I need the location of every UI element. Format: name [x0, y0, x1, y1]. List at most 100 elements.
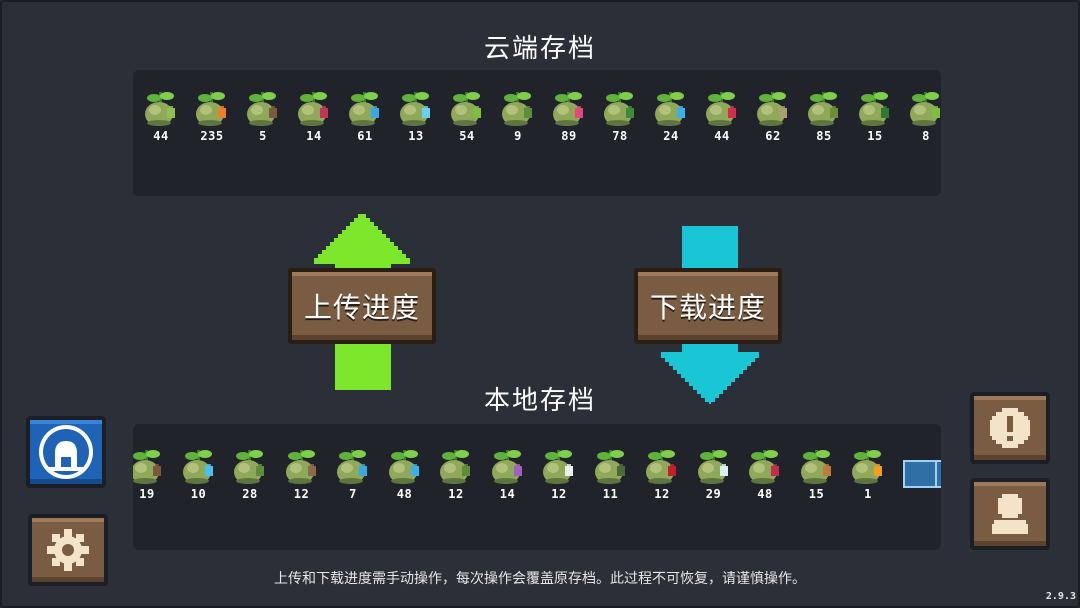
seed-bag-icon [349, 92, 379, 126]
seed-count: 44 [714, 129, 730, 143]
cloud-seed-item[interactable]: 8 [906, 90, 941, 150]
local-seed-item[interactable]: 12 [539, 448, 579, 508]
seed-bag-icon [553, 92, 583, 126]
seed-count: 10 [190, 487, 207, 501]
seed-bag-icon [285, 450, 316, 484]
local-seed-item[interactable]: 12 [436, 448, 476, 508]
seed-count: 89 [561, 129, 577, 143]
cloud-seed-item[interactable]: 78 [600, 90, 640, 150]
seed-count: 24 [663, 129, 679, 143]
local-seed-item[interactable]: 48 [385, 448, 425, 508]
seed-bag-icon [749, 450, 779, 484]
seed-bag-icon [145, 92, 175, 126]
local-seed-item[interactable]: 1 [848, 448, 888, 508]
local-seed-item[interactable]: 10 [179, 448, 219, 508]
seed-bag-icon [808, 92, 838, 126]
seed-bag-icon [298, 92, 328, 126]
cloud-seed-item[interactable]: 24 [651, 90, 691, 150]
seed-bag-icon [234, 450, 264, 484]
gear-icon [47, 529, 89, 571]
cloud-seed-item[interactable]: 62 [753, 90, 793, 150]
cloud-seed-item[interactable]: 85 [804, 90, 844, 150]
seed-count: 29 [705, 487, 722, 501]
seed-count: 15 [867, 129, 883, 143]
seed-bag-icon [757, 92, 787, 126]
seed-count: 5 [259, 129, 267, 143]
local-seed-item[interactable]: 19 [133, 448, 167, 508]
settings-button[interactable] [28, 514, 108, 586]
exclamation-icon [990, 408, 1030, 448]
seed-count: 14 [499, 487, 516, 501]
local-seed-item[interactable]: 48 [745, 448, 785, 508]
seed-count: 12 [654, 487, 670, 501]
seed-count: 54 [459, 129, 475, 143]
local-seed-item[interactable]: 12 [642, 448, 682, 508]
version-label: 2.9.3 [1045, 591, 1076, 602]
seed-bag-icon [697, 450, 728, 484]
cloud-seed-item[interactable]: 44 [702, 90, 742, 150]
seed-bag-icon [133, 450, 161, 484]
cloud-seed-item[interactable]: 89 [549, 90, 589, 150]
cloud-seed-item[interactable]: 15 [855, 90, 895, 150]
cloud-seed-item[interactable]: 9 [498, 90, 538, 150]
seed-bag-icon [440, 450, 470, 484]
local-seed-item[interactable]: 7 [333, 448, 373, 508]
local-seed-item[interactable]: 14 [488, 448, 528, 508]
seed-bag-icon [451, 92, 481, 126]
local-seed-item[interactable]: 12 [282, 448, 322, 508]
local-save-title: 本地存档 [483, 386, 596, 416]
seed-count: 19 [139, 487, 155, 501]
seed-bag-icon [182, 450, 213, 484]
seed-count: 48 [396, 487, 413, 501]
download-progress-button[interactable]: 下载进度 [634, 268, 782, 344]
upload-progress-button[interactable]: 上传进度 [288, 268, 436, 344]
logo-button[interactable] [26, 416, 106, 488]
map-item-tile[interactable] [935, 448, 941, 508]
cloud-save-panel[interactable]: 44 235 5 14 61 13 54 9 89 78 24 44 62 85 15 8 [133, 70, 941, 196]
alert-button[interactable] [970, 392, 1050, 464]
seed-count: 14 [306, 129, 322, 143]
seed-bag-icon [852, 450, 882, 484]
map-tile-icon [935, 460, 941, 488]
seed-bag-icon [247, 92, 277, 126]
cloud-seed-item[interactable]: 14 [294, 90, 334, 150]
seed-bag-icon [859, 92, 889, 126]
local-seed-item[interactable]: 11 [591, 448, 631, 508]
seed-bag-icon [491, 450, 522, 484]
seed-bag-icon [910, 92, 940, 126]
seed-bag-icon [400, 92, 430, 126]
cloud-save-title: 云端存档 [483, 34, 596, 64]
seed-bag-icon [594, 450, 625, 484]
cloud-seed-item[interactable]: 13 [396, 90, 436, 150]
seed-bag-icon [337, 450, 367, 484]
seed-count: 61 [357, 129, 373, 143]
seed-count: 15 [808, 487, 825, 501]
seed-count: 44 [153, 129, 169, 143]
local-seed-item[interactable]: 15 [797, 448, 837, 508]
warning-note: 上传和下载进度需手动操作，每次操作会覆盖原存档。此过程不可恢复，请谨慎操作。 [274, 571, 806, 587]
seed-bag-icon [604, 92, 634, 126]
cloud-seed-item[interactable]: 61 [345, 90, 385, 150]
cloud-seed-item[interactable]: 44 [141, 90, 181, 150]
seed-bag-icon [646, 450, 676, 484]
cloud-seed-item[interactable]: 235 [192, 90, 232, 150]
profile-button[interactable] [970, 478, 1050, 550]
local-seed-item[interactable]: 29 [694, 448, 734, 508]
seed-bag-icon [543, 450, 573, 484]
seed-count: 62 [765, 129, 781, 143]
seed-count: 12 [293, 487, 310, 501]
seed-count: 28 [242, 487, 258, 501]
seed-count: 1 [864, 487, 872, 501]
person-icon [992, 494, 1028, 534]
seed-count: 78 [612, 129, 628, 143]
seed-bag-icon [502, 92, 532, 126]
seed-bag-icon [196, 92, 226, 126]
local-seed-item[interactable]: 28 [230, 448, 270, 508]
seed-bag-icon [388, 450, 419, 484]
cloud-seed-item[interactable]: 54 [447, 90, 487, 150]
cloud-seed-item[interactable]: 5 [243, 90, 283, 150]
seed-count: 235 [200, 129, 224, 143]
seed-count: 9 [514, 129, 522, 143]
